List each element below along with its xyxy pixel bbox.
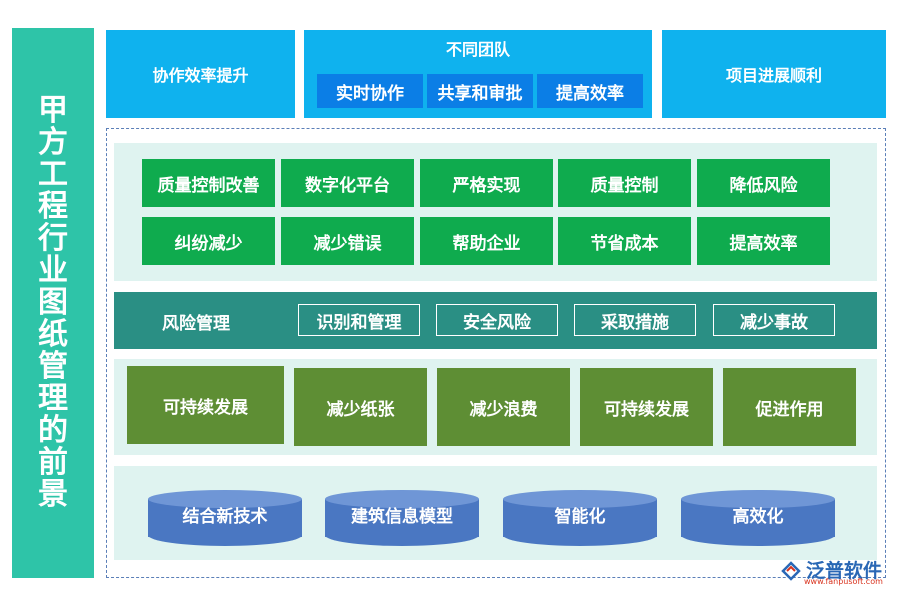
top-box-left: 协作效率提升 (106, 30, 295, 118)
side-title: 甲方工程行业图纸管理的前景 (38, 93, 68, 512)
top-chip: 实时协作 (317, 74, 423, 108)
sustain-item: 减少浪费 (437, 368, 570, 446)
top-middle-title: 不同团队 (445, 40, 510, 59)
benefit-item: 质量控制 (558, 159, 691, 207)
top-chip: 共享和审批 (427, 74, 533, 108)
risk-chip: 采取措施 (574, 304, 696, 336)
side-title-bar: 甲方工程行业图纸管理的前景 (12, 28, 94, 578)
top-box-middle: 不同团队 实时协作 共享和审批 提高效率 (304, 30, 652, 118)
sustain-panel: 可持续发展 减少纸张 减少浪费 可持续发展 促进作用 (114, 359, 877, 455)
risk-title: 风险管理 (162, 314, 230, 334)
benefit-item: 数字化平台 (281, 159, 414, 207)
tech-label: 建筑信息模型 (351, 507, 453, 527)
risk-chip: 减少事故 (713, 304, 835, 336)
top-right-label: 项目进展顺利 (725, 66, 822, 85)
risk-bar: 风险管理 识别和管理 安全风险 采取措施 减少事故 (114, 292, 877, 349)
brand-name: 泛普软件 (806, 560, 883, 582)
benefit-item: 降低风险 (697, 159, 830, 207)
sustain-item: 减少纸张 (294, 368, 427, 446)
tech-cylinder: 结合新技术 (148, 490, 302, 546)
benefit-item: 纠纷减少 (142, 217, 275, 265)
benefits-panel: 质量控制改善 数字化平台 严格实现 质量控制 降低风险 纠纷减少 减少错误 帮助… (114, 143, 877, 281)
sustain-item: 可持续发展 (127, 366, 284, 444)
brand-url: www.fanpusoft.com (804, 577, 883, 586)
tech-label: 智能化 (554, 507, 606, 527)
risk-chip: 安全风险 (436, 304, 558, 336)
benefit-item: 提高效率 (697, 217, 830, 265)
benefit-item: 严格实现 (420, 159, 553, 207)
top-box-right: 项目进展顺利 (662, 30, 886, 118)
benefit-item: 节省成本 (558, 217, 691, 265)
content-frame (106, 128, 886, 578)
sustain-item: 可持续发展 (580, 368, 713, 446)
brand-logo: 泛普软件 www.fanpusoft.com (778, 554, 888, 588)
top-left-label: 协作效率提升 (152, 66, 249, 85)
tech-label: 高效化 (732, 507, 784, 527)
benefit-item: 减少错误 (281, 217, 414, 265)
tech-panel: 结合新技术 建筑信息模型 智能化 高效化 (114, 466, 877, 560)
tech-cylinder: 高效化 (681, 490, 835, 546)
tech-cylinder: 建筑信息模型 (325, 490, 479, 546)
top-chip: 提高效率 (537, 74, 643, 108)
risk-chip: 识别和管理 (298, 304, 420, 336)
benefit-item: 帮助企业 (420, 217, 553, 265)
tech-cylinder: 智能化 (503, 490, 657, 546)
tech-label: 结合新技术 (182, 507, 268, 527)
benefit-item: 质量控制改善 (142, 159, 275, 207)
fanpu-logo-icon (781, 561, 801, 581)
sustain-item: 促进作用 (723, 368, 856, 446)
